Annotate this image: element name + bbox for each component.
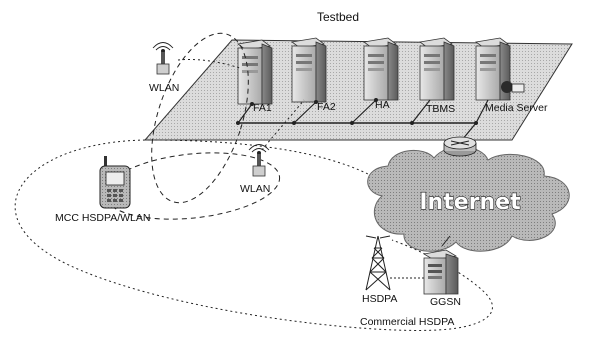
media-film-icon bbox=[511, 83, 525, 93]
label-tbms: TBMS bbox=[426, 103, 455, 115]
wlan-mid-link bbox=[261, 99, 305, 151]
lan-nodes bbox=[250, 98, 378, 106]
bus-nodes bbox=[236, 121, 478, 125]
label-ggsn: GGSN bbox=[430, 296, 461, 308]
hsdpa-coverage-boundary-upper bbox=[149, 139, 371, 176]
server-media bbox=[475, 37, 525, 101]
label-hsdpa: HSDPA bbox=[362, 293, 397, 305]
server-fa2 bbox=[291, 37, 327, 103]
label-media-server: Media Server bbox=[485, 102, 548, 114]
ggsn-server-icon bbox=[422, 249, 459, 295]
label-wlan-mid: WLAN bbox=[240, 183, 270, 195]
internet-label: Internet bbox=[419, 190, 521, 215]
wlan-top-antenna-icon bbox=[152, 42, 174, 75]
label-mobile-node: MCC HSDPA/WLAN bbox=[55, 212, 150, 224]
media-disc-icon bbox=[501, 81, 513, 93]
wlan-mid-antenna-icon bbox=[248, 144, 270, 177]
ggsn-internet-link bbox=[441, 235, 451, 247]
internet-cloud bbox=[367, 146, 570, 252]
label-commercial-hsdpa: Commercial HSDPA bbox=[360, 316, 454, 328]
diagram-title: Testbed bbox=[317, 10, 359, 24]
label-wlan-top: WLAN bbox=[149, 82, 179, 94]
server-fa1 bbox=[237, 39, 273, 105]
lan-drops bbox=[237, 99, 489, 124]
wlan-top-coverage bbox=[151, 32, 249, 204]
server-ha bbox=[363, 37, 399, 101]
wlan-top-link bbox=[177, 59, 241, 69]
label-ha: HA bbox=[375, 99, 390, 111]
router-icon bbox=[443, 136, 477, 157]
server-tbms bbox=[419, 37, 455, 101]
label-fa1: FA1 bbox=[253, 102, 272, 114]
label-fa2: FA2 bbox=[317, 101, 336, 113]
hsdpa-tower-icon bbox=[365, 235, 391, 291]
hsdpa-coverage-boundary bbox=[14, 139, 493, 331]
mobile-phone-icon bbox=[99, 156, 131, 209]
